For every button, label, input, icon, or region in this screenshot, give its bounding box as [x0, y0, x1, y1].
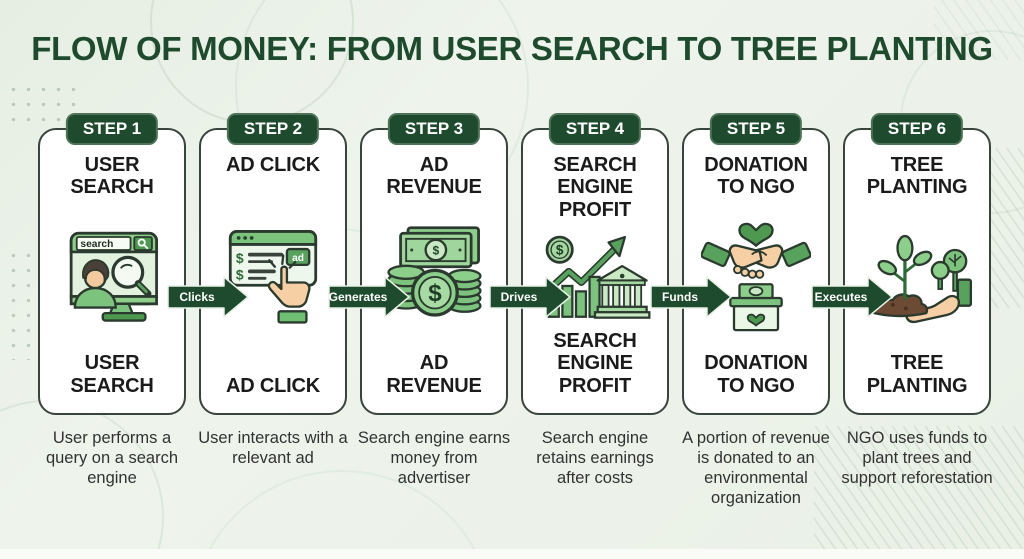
step-description: NGO uses funds to plant trees and suppor… — [841, 429, 993, 488]
svg-text:ad: ad — [292, 253, 304, 264]
step-title-top: DONATION TO NGO — [704, 154, 808, 199]
step-title-top: USER SEARCH — [70, 154, 154, 199]
flow-arrow-executes: Executes — [810, 274, 894, 320]
step-card: SEARCH ENGINE PROFIT — [521, 128, 669, 415]
step-title-bottom: USER SEARCH — [70, 352, 154, 397]
arrow-label: Executes — [814, 290, 868, 304]
arrow-label: Generates — [328, 290, 388, 304]
tree-planting-icon — [861, 224, 973, 328]
steps-row: STEP 1 USER SEARCH search — [38, 113, 993, 509]
step-description: Search engine retains earnings after cos… — [536, 429, 654, 488]
step-description: User interacts with a relevant ad — [198, 429, 348, 468]
step-title-top: SEARCH ENGINE PROFIT — [553, 154, 637, 221]
flow-arrow-funds: Funds — [649, 274, 733, 320]
step-description: A portion of revenue is donated to an en… — [682, 429, 830, 508]
svg-text:$: $ — [428, 280, 442, 307]
user-search-icon: search — [56, 224, 168, 328]
step-title-bottom: DONATION TO NGO — [704, 352, 808, 397]
step-title-bottom: TREE PLANTING — [866, 352, 968, 397]
svg-text:$: $ — [236, 266, 244, 282]
step-column-5: STEP 5 DONATION TO NGO — [682, 113, 830, 509]
ad-click-icon: $ ad $ — [217, 224, 329, 328]
flow-arrow-generates: Generates — [327, 274, 411, 320]
arrow-label: Funds — [662, 290, 698, 304]
step-card: DONATION TO NGO — [682, 128, 830, 415]
step-badge: STEP 2 — [226, 113, 320, 145]
step-column-4: STEP 4 SEARCH ENGINE PROFIT — [521, 113, 669, 509]
step-column-3: STEP 3 AD REVENUE $ — [357, 113, 511, 509]
decor-dot-grid — [6, 248, 34, 360]
step-column-2: STEP 2 AD CLICK $ ad $ — [198, 113, 348, 509]
step-card: USER SEARCH search — [38, 128, 186, 415]
svg-text:$: $ — [432, 243, 439, 257]
step-badge: STEP 3 — [387, 113, 481, 145]
svg-text:$: $ — [236, 250, 244, 266]
step-title-bottom: AD REVENUE — [386, 352, 482, 397]
step-column-1: STEP 1 USER SEARCH search — [38, 113, 186, 509]
step-badge: STEP 4 — [548, 113, 642, 145]
step-card: AD REVENUE $ — [360, 128, 508, 415]
search-engine-profit-icon: $ — [539, 228, 651, 324]
flow-arrow-clicks: Clicks — [166, 274, 250, 320]
flow-arrow-drives: Drives — [488, 274, 572, 320]
svg-text:search: search — [80, 239, 113, 250]
step-title-top: AD CLICK — [226, 154, 320, 176]
step-card: TREE PLANTING — [843, 128, 991, 415]
step-title-top: AD REVENUE — [386, 154, 482, 199]
donation-to-ngo-icon — [701, 216, 811, 336]
step-column-6: STEP 6 TREE PLANTING — [841, 113, 993, 509]
step-description: User performs a query on a search engine — [45, 429, 179, 488]
step-badge: STEP 6 — [870, 113, 964, 145]
step-badge: STEP 5 — [709, 113, 803, 145]
step-card: AD CLICK $ ad $ — [199, 128, 347, 415]
step-title-top: TREE PLANTING — [866, 154, 968, 199]
arrow-label: Clicks — [179, 290, 215, 304]
step-title-bottom: SEARCH ENGINE PROFIT — [553, 329, 637, 397]
step-title-bottom: AD CLICK — [226, 374, 320, 397]
step-description: Search engine earns money from advertise… — [357, 429, 511, 488]
svg-text:$: $ — [556, 242, 564, 257]
page-title: FLOW OF MONEY: FROM USER SEARCH TO TREE … — [31, 30, 993, 67]
decor-hatch — [986, 148, 1024, 308]
step-badge: STEP 1 — [65, 113, 159, 145]
decor-bottom-strip — [0, 549, 1024, 559]
arrow-label: Drives — [500, 290, 538, 304]
